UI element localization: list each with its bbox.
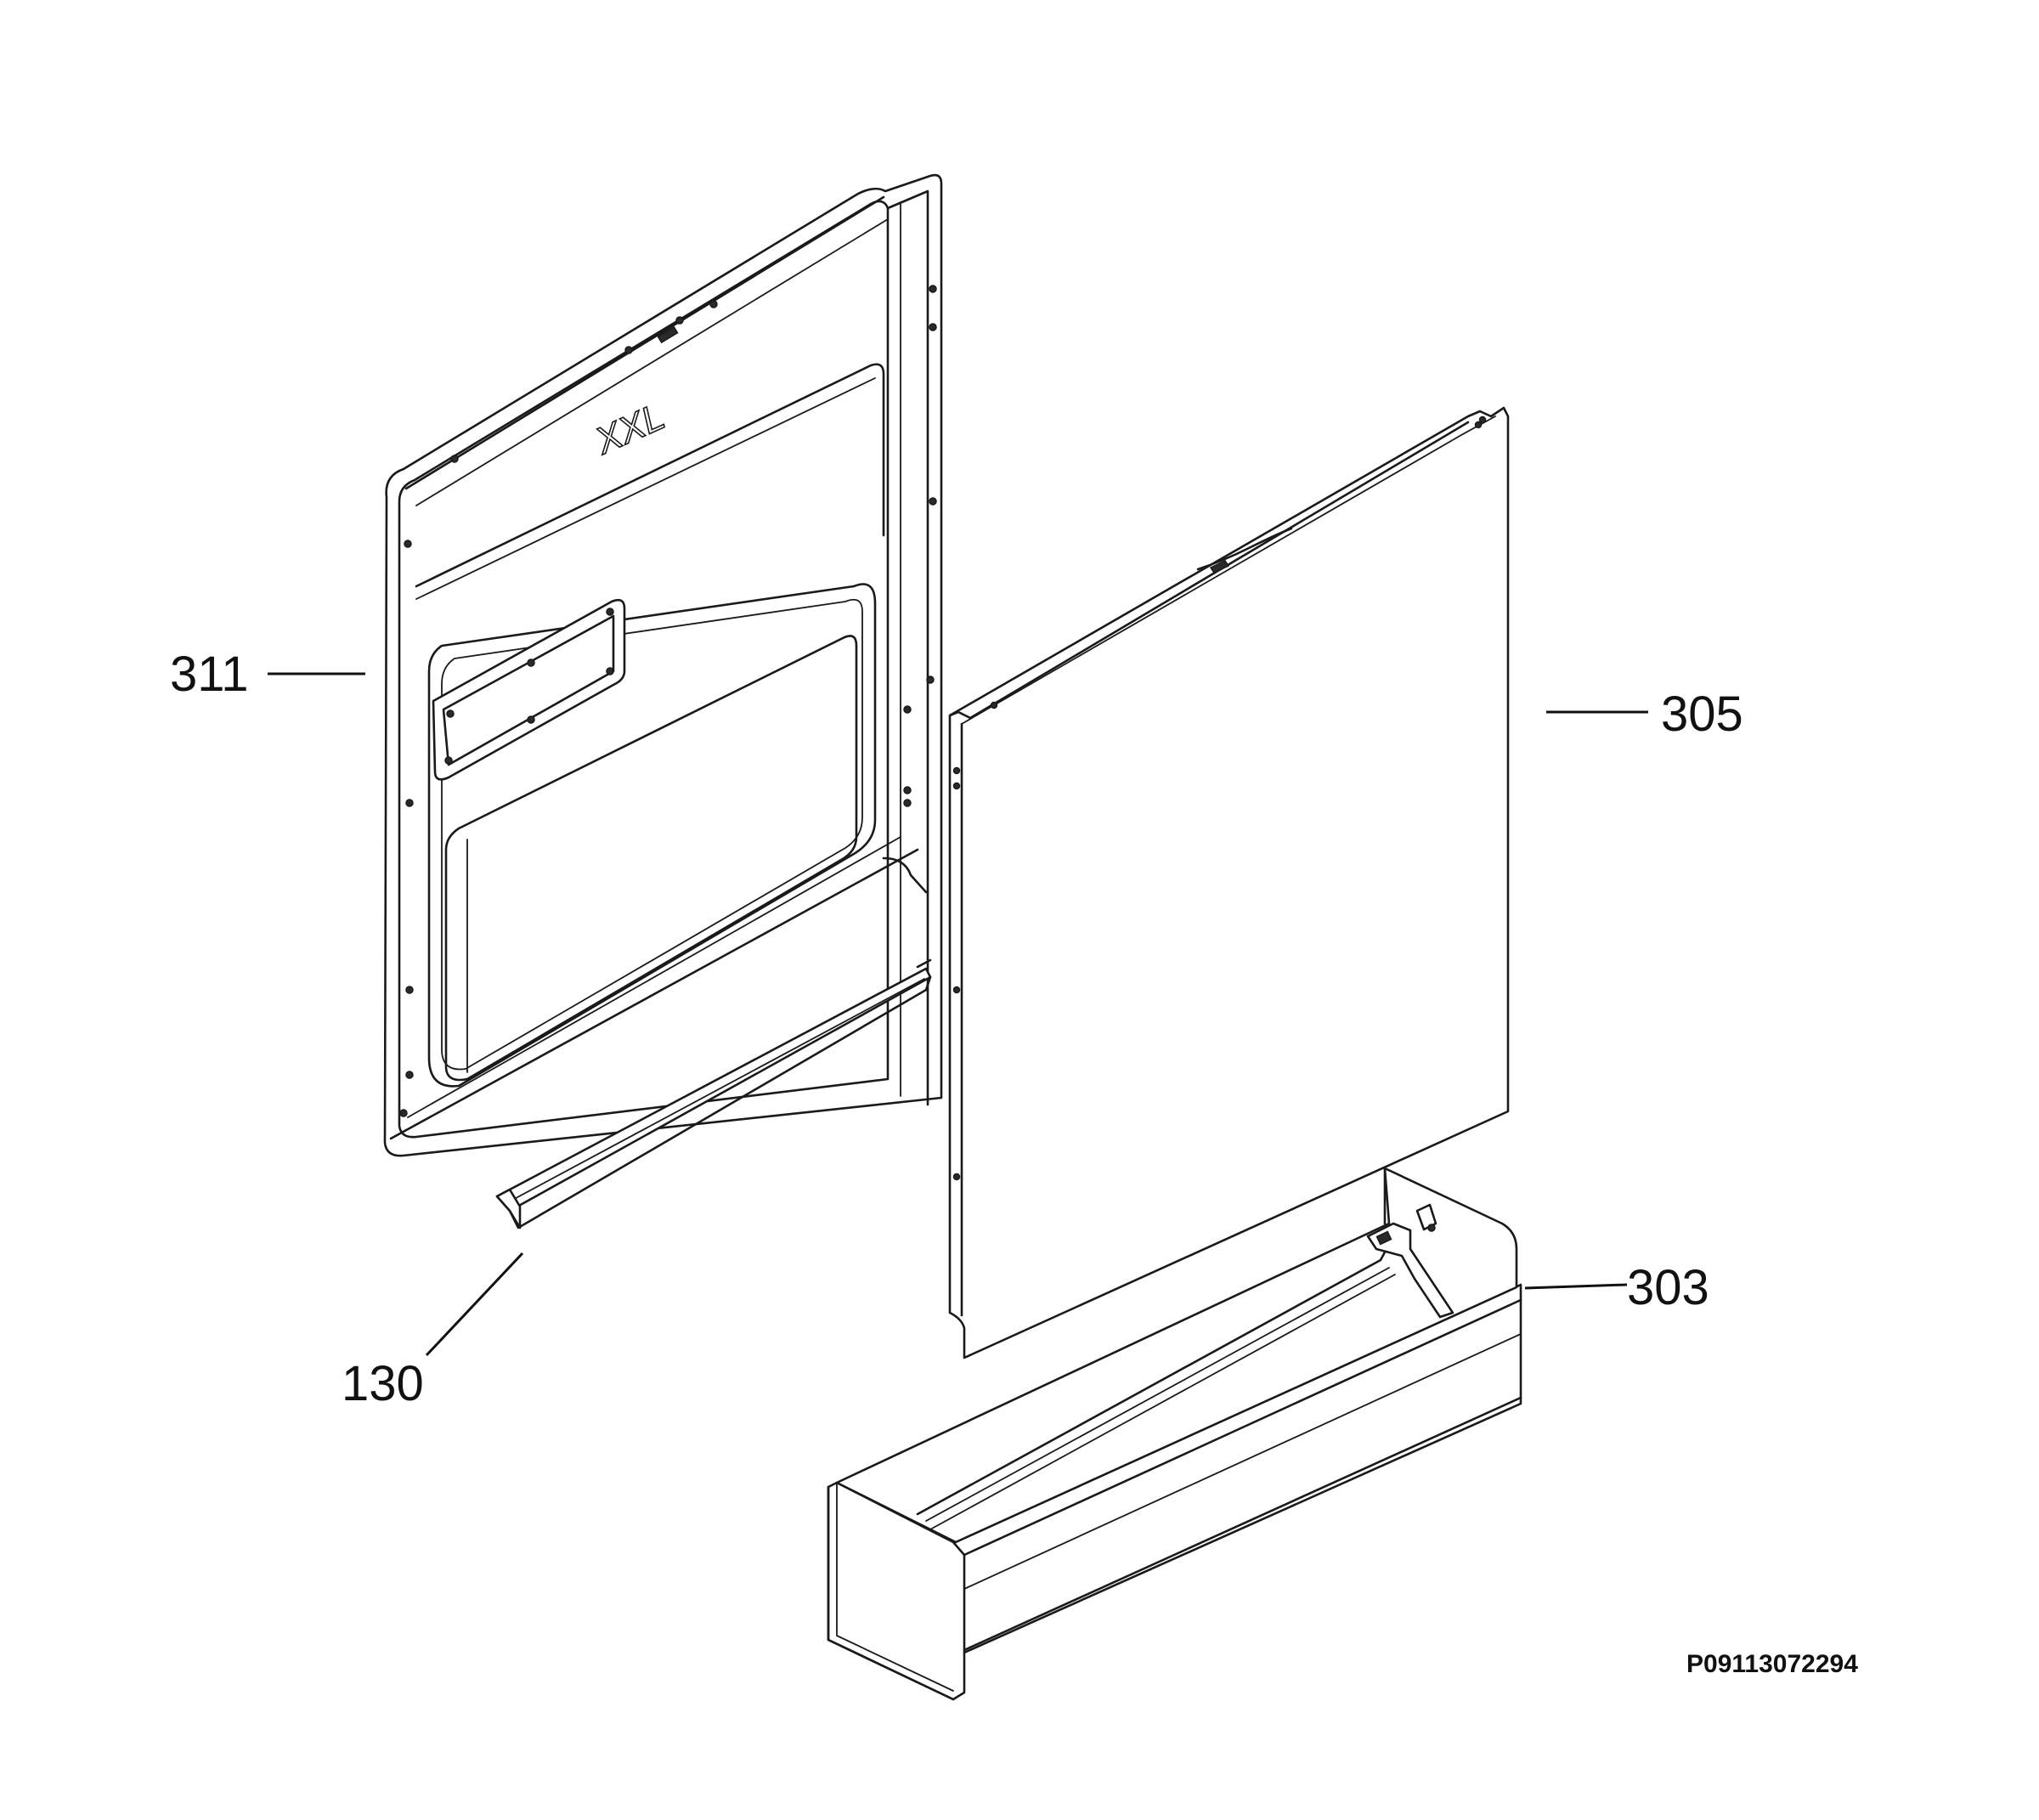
callout-130: 130 — [342, 1356, 424, 1411]
callout-305: 305 — [1661, 687, 1743, 742]
diagram-reference-code: P09113072294 — [1686, 1650, 1858, 1678]
outer-door-panel-part-305[interactable] — [948, 406, 1510, 1359]
leader-303 — [1524, 1283, 1628, 1290]
callout-303: 303 — [1627, 1260, 1709, 1315]
door-seal-strip-part-130[interactable] — [495, 958, 932, 1229]
inner-door-part-311[interactable]: XXL — [383, 173, 943, 1157]
leader-130 — [425, 1252, 524, 1357]
callout-311: 311 — [170, 647, 248, 702]
kickplate-part-303[interactable] — [827, 1167, 1522, 1701]
